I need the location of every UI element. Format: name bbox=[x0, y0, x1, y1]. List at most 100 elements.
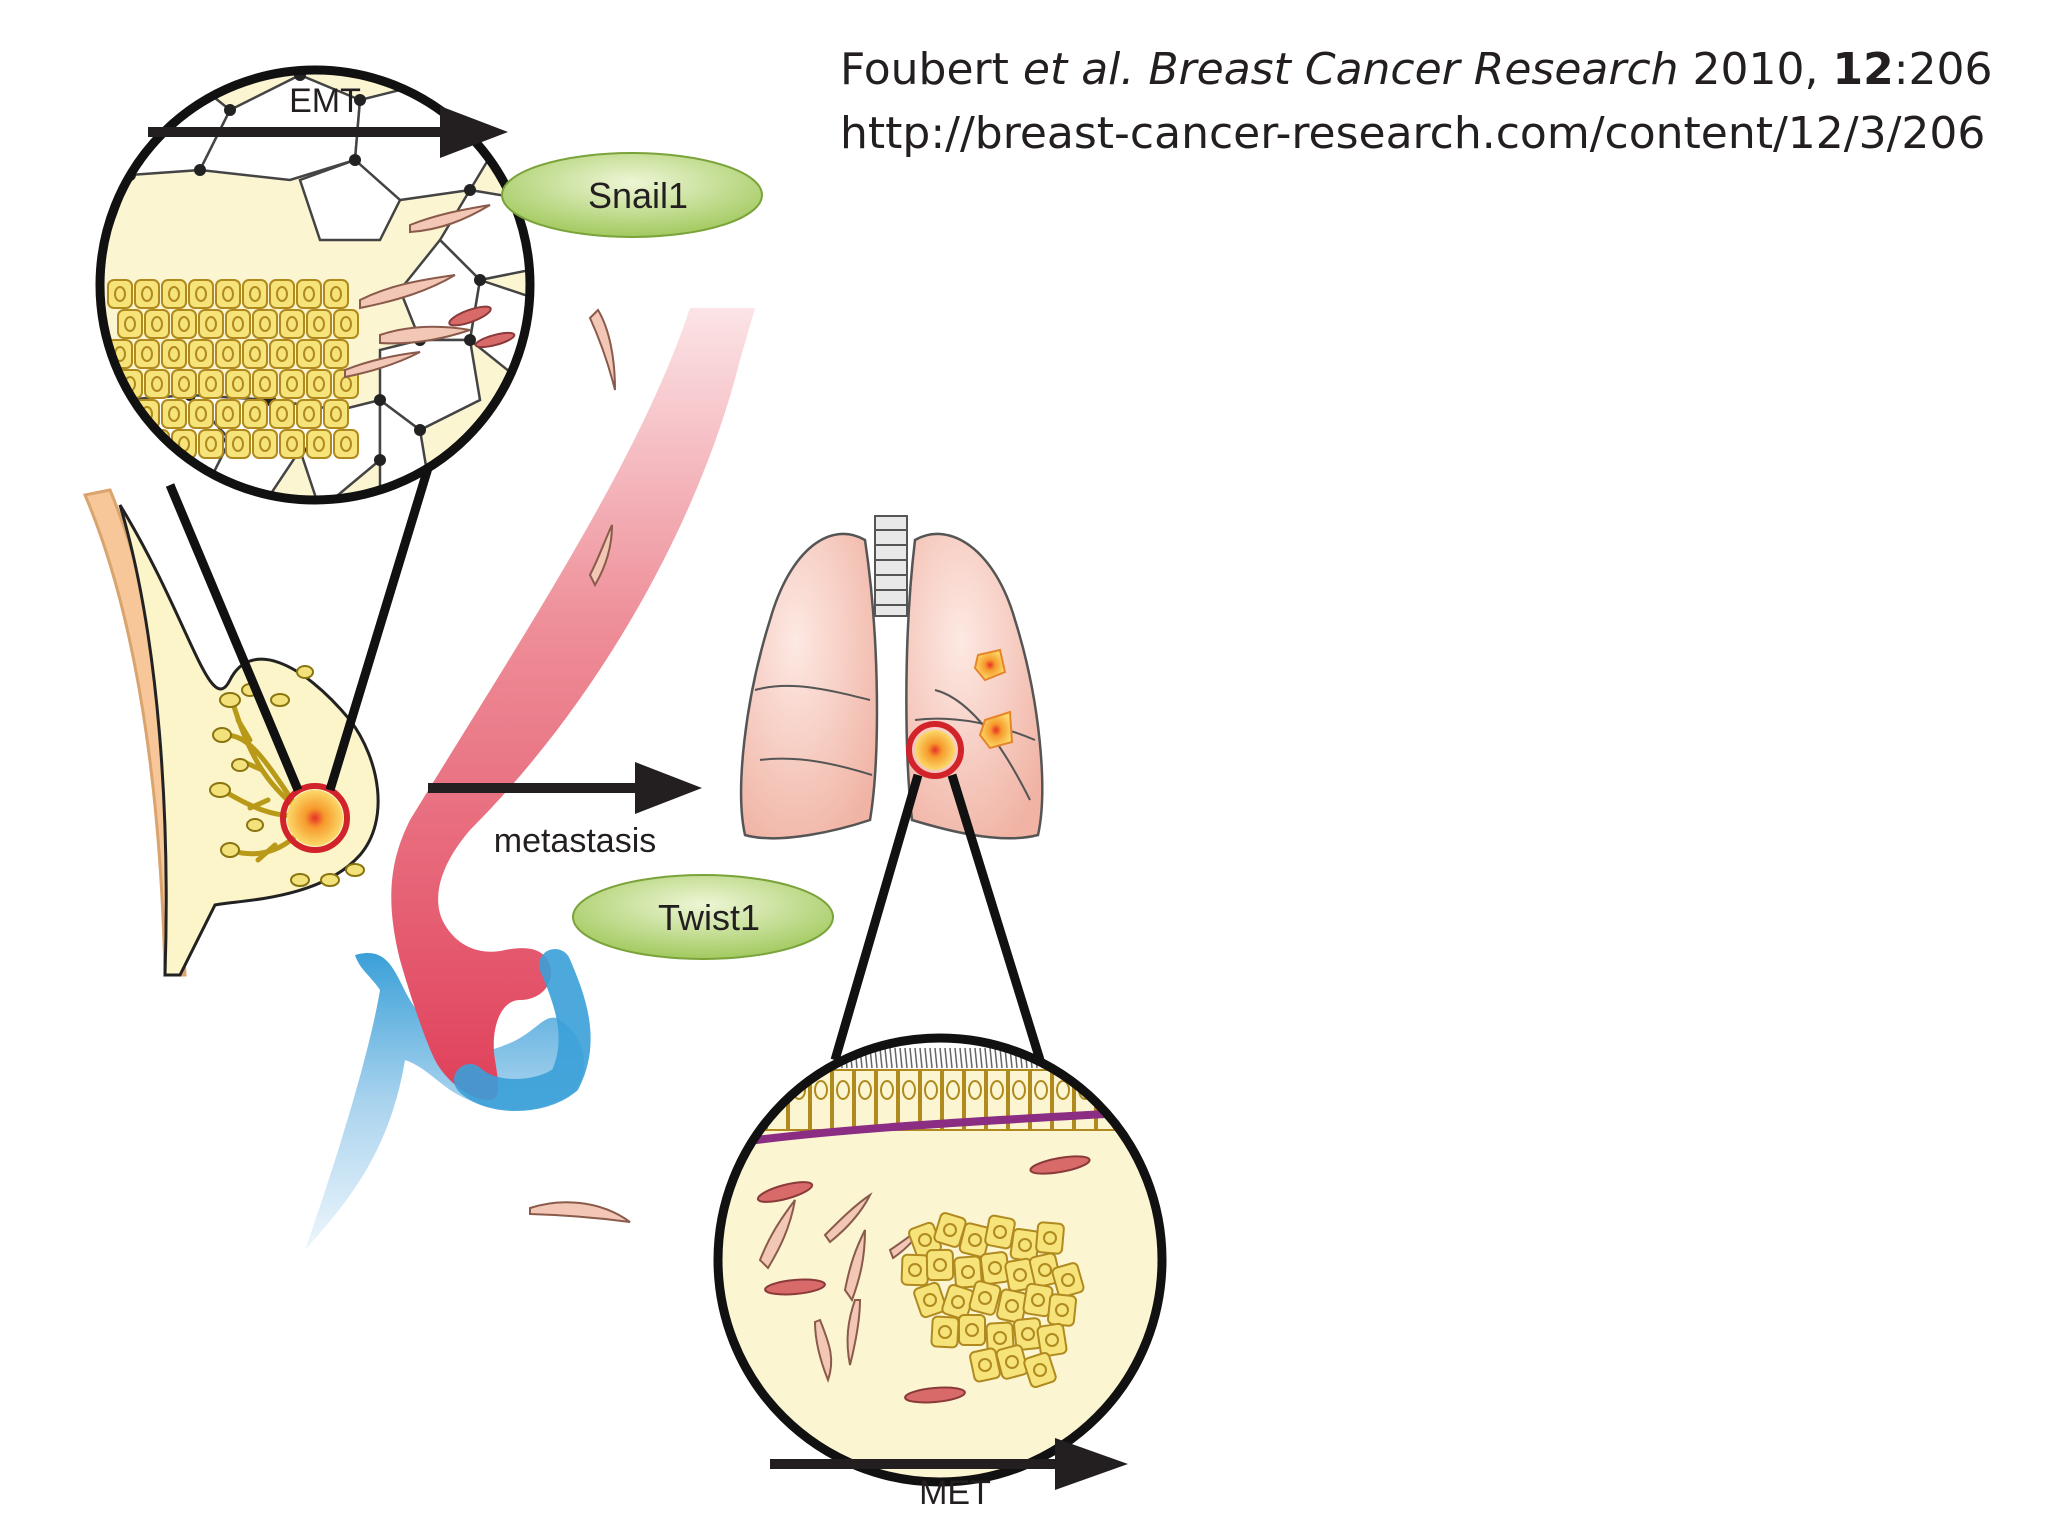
tumor-cell bbox=[215, 399, 241, 429]
tumor-cell bbox=[161, 399, 187, 429]
cell-nucleus bbox=[168, 406, 180, 422]
tumor-cell bbox=[296, 279, 322, 309]
cell-nucleus bbox=[222, 286, 234, 302]
lung-magnified-circle-border bbox=[713, 1033, 1167, 1487]
tumor-cell bbox=[306, 309, 332, 339]
lung-magnified-circle bbox=[713, 1033, 1167, 1487]
cell-nucleus bbox=[303, 286, 315, 302]
twist1-label: Twist1 bbox=[658, 897, 760, 938]
tumor-cell bbox=[279, 309, 305, 339]
tumor-cell bbox=[306, 429, 332, 459]
tumor-cell bbox=[279, 429, 305, 459]
cell-nucleus bbox=[330, 346, 342, 362]
citation-author: Foubert bbox=[840, 44, 1009, 95]
cell-nucleus bbox=[1100, 1080, 1114, 1100]
cell-nucleus bbox=[748, 1080, 762, 1100]
cell-nucleus bbox=[195, 406, 207, 422]
cell-nucleus bbox=[259, 436, 271, 452]
cell-nucleus bbox=[313, 376, 325, 392]
breast-magnified-circle bbox=[95, 65, 535, 505]
trachea bbox=[874, 515, 908, 617]
cell-nucleus bbox=[286, 316, 298, 332]
cell-nucleus bbox=[114, 286, 126, 302]
cell-nucleus bbox=[968, 1233, 982, 1247]
snail1-badge: Snail1 bbox=[501, 152, 763, 238]
met-label: MET bbox=[919, 1474, 991, 1512]
cell-nucleus bbox=[124, 436, 136, 452]
cell-nucleus bbox=[1056, 1080, 1070, 1100]
zoom-lines-top bbox=[165, 453, 437, 792]
cell-nucleus bbox=[990, 1080, 1004, 1100]
cell-nucleus bbox=[276, 346, 288, 362]
cell-nucleus bbox=[141, 286, 153, 302]
citation-journal: Breast Cancer Research bbox=[1148, 44, 1679, 95]
tumor-cell bbox=[269, 279, 295, 309]
epithelial-cell bbox=[1118, 1069, 1140, 1131]
metastasis-arrow bbox=[428, 762, 702, 814]
primary-tumor-ring bbox=[280, 783, 350, 853]
cell-nucleus bbox=[836, 1080, 850, 1100]
cell-nucleus bbox=[276, 406, 288, 422]
circulating-tumor-cell bbox=[588, 524, 613, 588]
metastasis-ring bbox=[906, 721, 964, 779]
zoom-lines-bottom bbox=[830, 773, 1045, 1062]
cell-nucleus bbox=[1061, 1273, 1075, 1287]
tumor-cell bbox=[995, 1344, 1029, 1380]
citation-url: http://breast-cancer-research.com/conten… bbox=[840, 108, 1986, 159]
cell-nucleus bbox=[276, 286, 288, 302]
cell-nucleus bbox=[222, 346, 234, 362]
left-lung bbox=[739, 532, 879, 840]
tumor-cell bbox=[252, 369, 278, 399]
cell-nucleus bbox=[978, 1291, 992, 1305]
cell-nucleus bbox=[124, 316, 136, 332]
cell-nucleus bbox=[993, 1331, 1007, 1345]
cell-nucleus bbox=[259, 316, 271, 332]
cell-nucleus bbox=[313, 436, 325, 452]
cell-nucleus bbox=[968, 1080, 982, 1100]
cell-nucleus bbox=[168, 346, 180, 362]
cell-nucleus bbox=[222, 406, 234, 422]
cell-nucleus bbox=[902, 1080, 916, 1100]
tumor-cell bbox=[252, 309, 278, 339]
right-lung bbox=[905, 532, 1044, 840]
cell-nucleus bbox=[313, 316, 325, 332]
tumor-cell bbox=[225, 309, 251, 339]
cell-nucleus bbox=[178, 316, 190, 332]
cell-nucleus bbox=[923, 1293, 937, 1307]
cell-nucleus bbox=[978, 1358, 992, 1372]
cell-nucleus bbox=[286, 376, 298, 392]
tumor-cell bbox=[252, 429, 278, 459]
cell-nucleus bbox=[933, 1258, 947, 1272]
citation-etal: et al. bbox=[1022, 44, 1135, 95]
cell-nucleus bbox=[1013, 1268, 1027, 1282]
breast-illustration bbox=[82, 488, 380, 977]
cell-nucleus bbox=[918, 1233, 932, 1247]
cell-nucleus bbox=[330, 286, 342, 302]
cell-nucleus bbox=[951, 1295, 965, 1309]
cell-nucleus bbox=[943, 1223, 957, 1237]
cell-nucleus bbox=[938, 1325, 952, 1339]
tumor-cell bbox=[171, 309, 197, 339]
breast-magnified-circle-border bbox=[95, 65, 535, 505]
migrating-cell-bottom bbox=[529, 1201, 631, 1223]
twist1-badge: Twist1 bbox=[572, 874, 834, 960]
tumor-cell bbox=[188, 279, 214, 309]
tumor-cell bbox=[242, 279, 268, 309]
tumor-cell bbox=[134, 339, 160, 369]
cell-nucleus bbox=[259, 376, 271, 392]
lungs-illustration bbox=[739, 515, 1044, 840]
cell-nucleus bbox=[205, 376, 217, 392]
cell-nucleus bbox=[340, 316, 352, 332]
tumor-cell bbox=[1036, 1322, 1068, 1358]
cell-nucleus bbox=[858, 1080, 872, 1100]
tumor-cell bbox=[984, 1214, 1016, 1250]
tumor-cell bbox=[269, 399, 295, 429]
tumor-cell bbox=[333, 309, 359, 339]
tumor-cell bbox=[215, 279, 241, 309]
citation-page: :206 bbox=[1893, 44, 1993, 95]
tumor-cell bbox=[188, 339, 214, 369]
tumor-cell bbox=[134, 279, 160, 309]
cell-nucleus bbox=[1038, 1263, 1052, 1277]
